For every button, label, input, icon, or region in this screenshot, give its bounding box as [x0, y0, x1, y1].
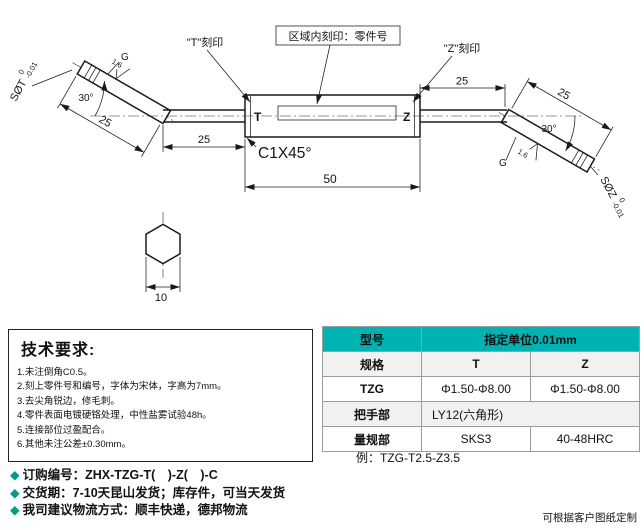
label-area-engrave: 区域内刻印：零件号 [289, 29, 388, 43]
annotation-t-engrave: "T"刻印 [187, 35, 251, 103]
spec-table-gauge-hardness: 40-48HRC [530, 426, 640, 452]
g-mark-left: G [121, 52, 129, 63]
diamond-bullet-icon: ◆ [10, 503, 20, 517]
spec-table-handle-label: 把手部 [322, 401, 422, 427]
angle-label-right: 30° [541, 124, 556, 135]
sphere-dia-t-tol-lower: -0.01 [23, 60, 39, 79]
spec-table-series-label: TZG [322, 376, 422, 402]
tech-requirements-title: 技术要求: [21, 342, 96, 359]
spec-table-series-t-range: Φ1.50-Φ8.00 [421, 376, 531, 402]
tech-requirement-item: 6.其他未注公差±0.30mm。 [17, 439, 131, 451]
annotation-chamfer: C1X45° [246, 137, 312, 162]
spec-table-model-header: 型号 [322, 326, 422, 352]
sphere-dia-t-label: SØT [8, 78, 29, 104]
g-label-right: G [499, 136, 517, 169]
order-number-text: 订购编号：ZHX-TZG-T( )-Z( )-C [22, 468, 218, 482]
tech-requirements-panel: 技术要求: 1.未注倒角C0.5。 2.刻上零件号和编号，字体为宋体，字高为7m… [8, 329, 313, 462]
tech-requirement-item: 4.零件表面电镀硬铬处理，中性盐雾试验48h。 [17, 410, 212, 422]
delivery-text: 交货期：7-10天昆山发货；库存件，可当天发货 [22, 485, 286, 500]
left-handle: 25 1.6 [57, 57, 173, 157]
dim-label-body-length: 50 [323, 172, 337, 186]
engraving-area [277, 105, 397, 121]
hex-cross-section [145, 223, 181, 265]
dim-hex-width: 10 [145, 257, 181, 304]
dim-right-shaft: 25 [419, 76, 506, 107]
sphere-dia-t-tol-upper: 0 [16, 68, 26, 76]
spec-table-handle-material: LY12(六角形) [421, 401, 640, 427]
order-number-line: ◆订购编号：ZHX-TZG-T( )-Z( )-C [10, 467, 285, 485]
spec-table: 型号 指定单位0.01mm 规格 T Z TZG Φ1.50-Φ8.00 Φ1.… [322, 326, 640, 452]
customization-note: 可根据客户图纸定制 [542, 512, 638, 524]
dim-label-left-shaft: 25 [198, 134, 210, 146]
dim-sphere-t: SØT 0 -0.01 [8, 60, 39, 104]
annotation-z-engrave: "Z"刻印 [412, 41, 481, 103]
label-z-engrave: "Z"刻印 [444, 41, 481, 55]
dim-label-right-shaft: 25 [456, 76, 468, 88]
tech-requirement-item: 5.连接部位过盈配合。 [17, 424, 111, 436]
diamond-bullet-icon: ◆ [10, 485, 20, 500]
left-shaft [163, 109, 245, 123]
roughness-value-right: 1.6 [516, 147, 530, 160]
label-t-engrave: "T"刻印 [187, 35, 224, 49]
spec-table-unit-header: 指定单位0.01mm [421, 326, 640, 352]
right-handle: 25 1.6 [498, 77, 614, 174]
right-shaft [420, 109, 507, 123]
diamond-bullet-icon: ◆ [10, 468, 20, 482]
dim-sphere-z: SØZ 0 -0.01 [597, 175, 627, 220]
dim-label-hex-width: 10 [155, 292, 167, 304]
spec-table-gauge-label: 量规部 [322, 426, 422, 452]
t-mark: T [254, 110, 262, 124]
annotation-area-engrave: 区域内刻印：零件号 [275, 25, 401, 105]
technical-drawing: 25 1.6 25 1.6 [8, 25, 627, 304]
delivery-line: ◆交货期：7-10天昆山发货；库存件，可当天发货 [10, 485, 285, 503]
tech-requirement-item: 1.未注倒角C0.5。 [17, 367, 93, 378]
dim-body-length: 50 [244, 139, 421, 192]
sphere-dia-z-tol-upper: 0 [617, 196, 627, 204]
dim-angle-left: 30° [78, 80, 108, 117]
logistics-text: 我司建议物流方式：顺丰快递，德邦物流 [22, 503, 248, 517]
g-label-left: G [107, 52, 129, 75]
dim-left-shaft: 25 [162, 125, 245, 152]
dim-label-right-handle: 25 [555, 86, 572, 103]
dim-label-left-handle: 25 [97, 114, 114, 131]
chamfer-label: C1X45° [258, 145, 312, 162]
spec-table-spec-label: 规格 [322, 351, 422, 377]
spec-example: 例：TZG-T2.5-Z3.5 [356, 451, 461, 465]
tech-requirement-item: 3.去尖角锐边，修毛刺。 [17, 395, 120, 407]
spec-table-gauge-material: SKS3 [421, 426, 531, 452]
sphere-dia-z-tol-lower: -0.01 [610, 200, 626, 219]
dim-angle-right: 30° [541, 115, 576, 152]
tech-requirement-item: 2.刻上零件号和编号，字体为宋体，字高为7mm。 [17, 381, 227, 393]
sphere-dia-z-label: SØZ [597, 175, 618, 201]
logistics-line: ◆我司建议物流方式：顺丰快递，德邦物流 [10, 502, 285, 520]
z-mark: Z [403, 110, 410, 124]
spec-table-series-z-range: Φ1.50-Φ8.00 [530, 376, 640, 402]
g-mark-right: G [499, 158, 507, 169]
spec-table-col-z: Z [530, 351, 640, 377]
angle-label-left: 30° [78, 93, 93, 104]
spec-table-col-t: T [421, 351, 531, 377]
order-info: ◆订购编号：ZHX-TZG-T( )-Z( )-C ◆交货期：7-10天昆山发货… [10, 467, 285, 520]
